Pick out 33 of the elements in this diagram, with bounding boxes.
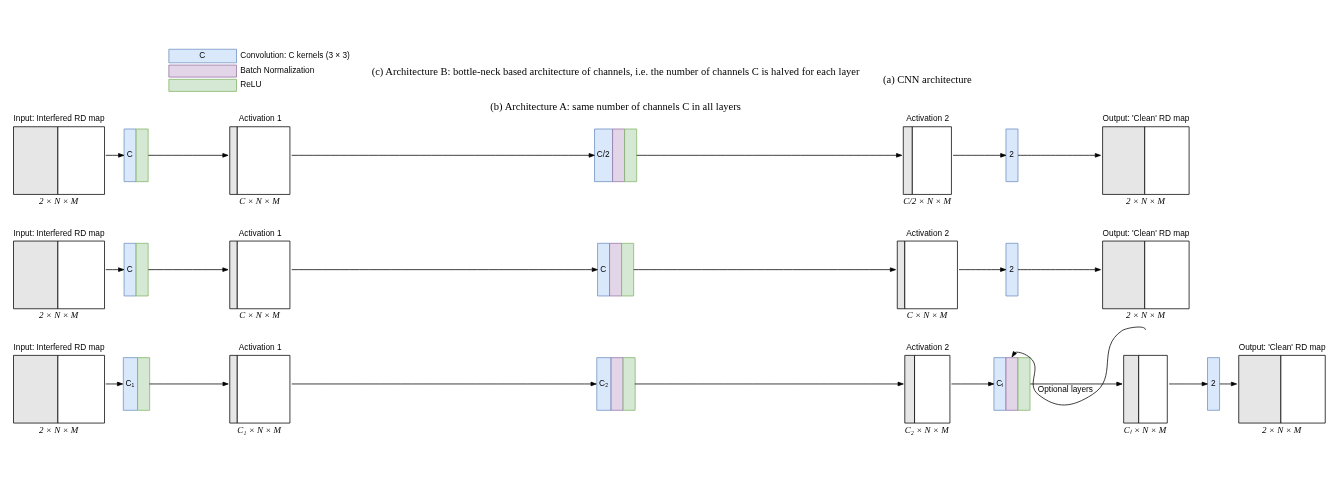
node-label: Output: 'Clean' RD map (1102, 228, 1190, 238)
node-label: Cₗ × N × M (1123, 424, 1167, 435)
node-label: Activation 1 (238, 342, 282, 352)
node-label: Output: 'Clean' RD map (1238, 342, 1326, 352)
label: (b) Architecture A: same number of channels C in all layers (490, 100, 741, 112)
node-label: Input: Interfered RD map (13, 228, 105, 238)
label: (c) Architecture B: bottle-neck based architecture of channels, i.e. the number of channels C is halved for each layer (371, 65, 860, 77)
label: (a) CNN architecture (882, 73, 972, 85)
node-label: C₂ × N × M (904, 424, 949, 435)
node-label: 2 × N × M (39, 309, 79, 320)
node-label: 2 × N × M (1262, 424, 1302, 435)
node-label: C × N × M (239, 195, 280, 206)
node-label: Input: Interfered RD map (13, 113, 105, 123)
node-label: C × N × M (906, 309, 948, 320)
legend-label: Batch Normalization (240, 65, 315, 75)
node-label: Activation 2 (906, 228, 950, 238)
node-label: Input: Interfered RD map (13, 342, 105, 352)
node-label: 2 × N × M (1125, 309, 1166, 320)
node-label: Activation 2 (906, 342, 950, 352)
node-label: 2 × N × M (1125, 195, 1166, 206)
node-label: 2 × N × M (39, 424, 79, 435)
edge-label: Optional layers (1037, 384, 1093, 394)
node-label: C × N × M (239, 309, 280, 320)
node-label: Activation 1 (238, 113, 282, 123)
legend-label: ReLU (240, 79, 262, 89)
node-label: Output: 'Clean' RD map (1102, 113, 1190, 123)
node-label: C/2 × N × M (903, 195, 952, 206)
node-label: Activation 1 (238, 228, 282, 238)
node-label: 2 × N × M (39, 195, 79, 206)
node-label: Activation 2 (906, 113, 950, 123)
label: C (199, 50, 206, 60)
legend-label: Convolution: C kernels (3 × 3) (240, 50, 350, 60)
node-label: C₁ × N × M (237, 424, 282, 435)
